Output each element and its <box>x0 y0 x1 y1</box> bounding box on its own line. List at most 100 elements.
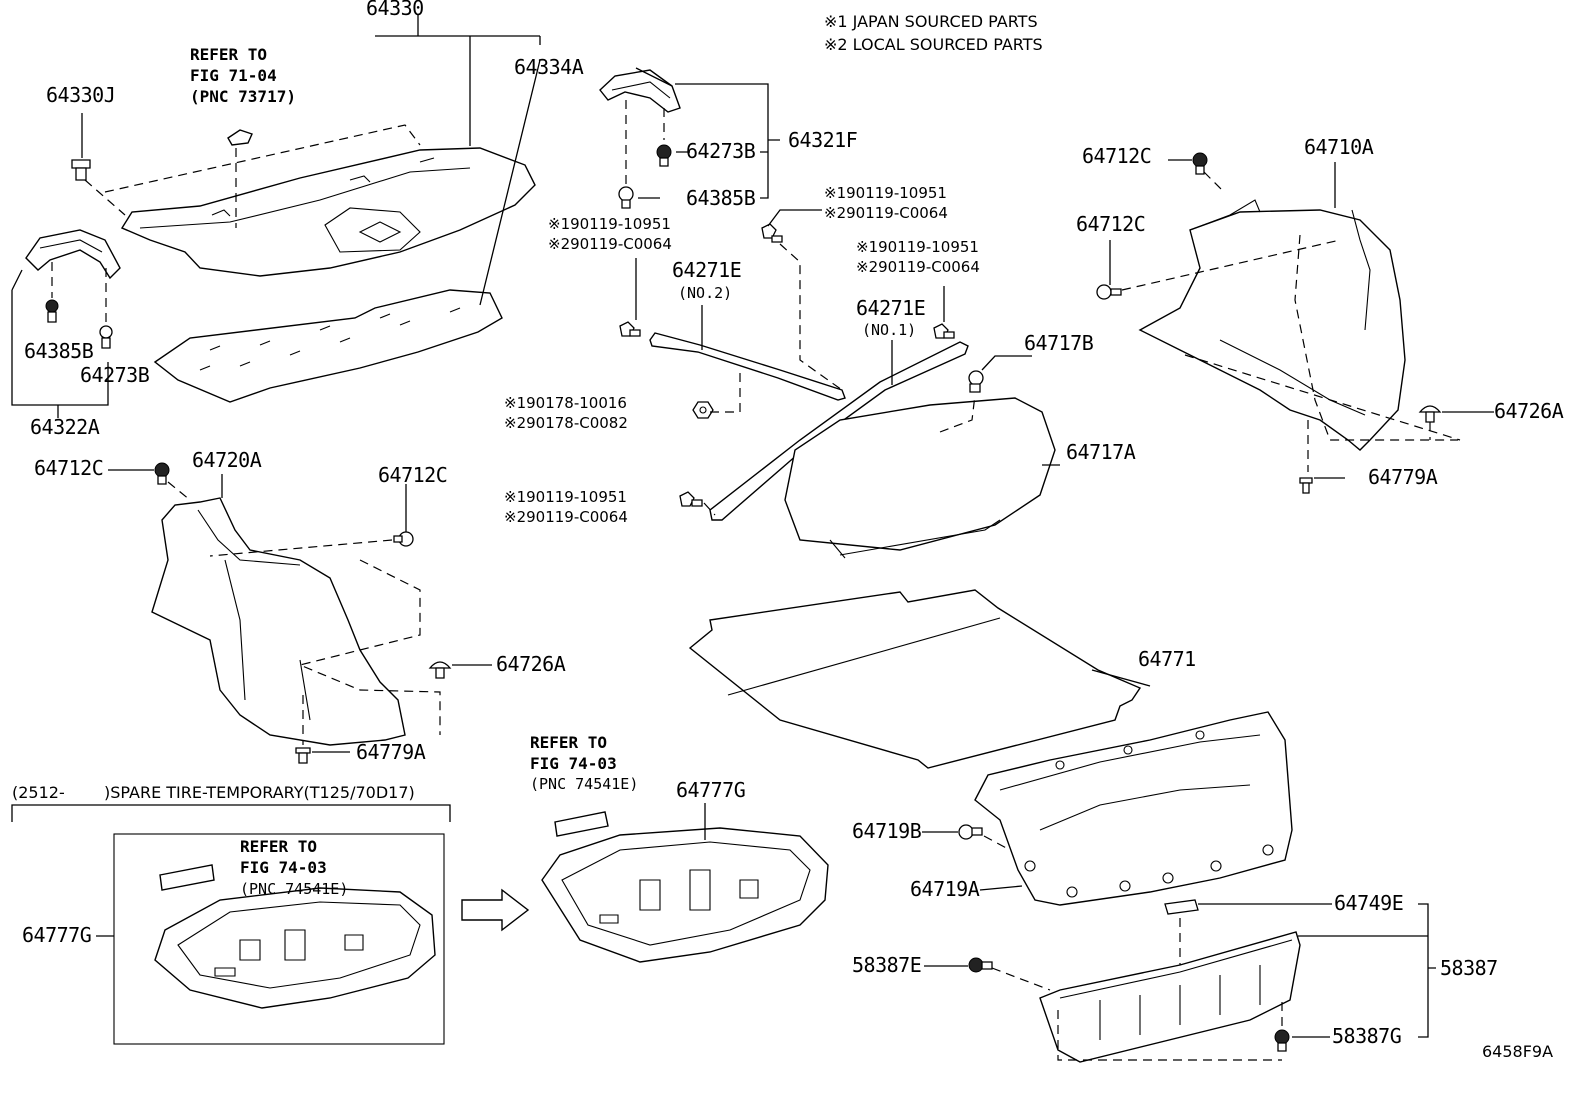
ref-fig7104-line2: FIG 71-04 <box>190 66 277 85</box>
clip-58387E[interactable] <box>968 957 993 973</box>
label-64726A-left: 64726A <box>496 652 566 676</box>
clip-64719B[interactable] <box>958 824 983 840</box>
label-64779A-right: 64779A <box>1368 465 1438 489</box>
code-3a: ※190119-10951 <box>856 238 979 256</box>
clip-64273B-top[interactable] <box>656 144 672 167</box>
clip-64712C-tr[interactable] <box>1096 240 1122 300</box>
clip-64749E[interactable] <box>1164 899 1199 915</box>
code-4b: ※290178-C0082 <box>504 414 628 432</box>
trunk-lid-trim-64719A[interactable] <box>974 711 1293 906</box>
bolt-190119-right[interactable] <box>933 286 955 339</box>
label-64334A: 64334A <box>514 55 584 79</box>
label-64726A-right: 64726A <box>1494 399 1564 423</box>
clip-58387G[interactable] <box>1274 1029 1290 1052</box>
code-5b: ※290119-C0064 <box>504 508 628 526</box>
label-64720A: 64720A <box>192 448 262 472</box>
label-64385B-left: 64385B <box>24 339 94 363</box>
diagram-id: 6458F9A <box>1482 1042 1553 1061</box>
ref-fig7104-line3: (PNC 73717) <box>190 87 296 106</box>
label-64717A: 64717A <box>1066 440 1136 464</box>
clip-64273B-left[interactable] <box>99 268 113 349</box>
quarter-trim-right-64710A[interactable] <box>1138 199 1406 451</box>
label-64712C-middle: 64712C <box>378 463 447 487</box>
sound-insulator-64717A[interactable] <box>784 397 1056 559</box>
label-64330: 64330 <box>366 0 424 20</box>
clip-64385B-left[interactable] <box>45 262 59 323</box>
deck-board-64777G[interactable] <box>541 827 829 963</box>
code-4a: ※190178-10016 <box>504 394 627 412</box>
label-64719B: 64719B <box>852 819 922 843</box>
label-64321F: 64321F <box>788 128 857 152</box>
clip-64726A-right[interactable] <box>1418 405 1494 423</box>
reference-part-73717[interactable] <box>227 129 253 146</box>
code-2a: ※190119-10951 <box>824 184 947 202</box>
reference-sheet[interactable] <box>554 811 609 837</box>
spare-tire-date: (2512- <box>12 783 65 802</box>
code-1b: ※290119-C0064 <box>548 235 672 253</box>
label-64271E-no1: 64271E <box>856 296 925 320</box>
trunk-sill-plate-58387[interactable] <box>1039 931 1301 1063</box>
clip-64712C-tl[interactable] <box>1168 152 1208 175</box>
package-tray-trim[interactable] <box>120 147 536 277</box>
label-64385B-top: 64385B <box>686 186 756 210</box>
deck-board-64777G-boxed[interactable] <box>154 887 436 1009</box>
bolt-190119-left[interactable] <box>619 258 641 337</box>
label-58387G: 58387G <box>1332 1024 1401 1048</box>
clip-64385B-top[interactable] <box>618 186 634 209</box>
label-64712C-left: 64712C <box>34 456 103 480</box>
ref-fig7403b-line2: FIG 74-03 <box>240 858 327 877</box>
label-64779A-left: 64779A <box>356 740 426 764</box>
ref-fig7403b-line1: REFER TO <box>240 837 317 856</box>
nut-190178[interactable] <box>692 401 714 419</box>
label-64712C-tl: 64712C <box>1082 144 1151 168</box>
label-64271E-no2: 64271E <box>672 258 741 282</box>
spare-tire-description: )SPARE TIRE-TEMPORARY(T125/70D17) <box>104 783 415 802</box>
label-58387E: 58387E <box>852 953 921 977</box>
spare-tire-variant-box <box>113 833 445 1045</box>
brace-64271E-no1[interactable] <box>709 341 969 521</box>
label-64777G-boxed: 64777G <box>22 923 91 947</box>
ref-fig7403b-line3: (PNC 74541E) <box>240 880 348 898</box>
package-tray-mat[interactable] <box>153 289 503 403</box>
note-japan-sourced: ※1 JAPAN SOURCED PARTS <box>824 12 1038 31</box>
quarter-trim-left-64720A[interactable] <box>151 497 406 746</box>
bolt-190119-upper[interactable] <box>761 209 822 243</box>
label-64273B-top: 64273B <box>686 139 756 163</box>
package-tray-cover-64334A[interactable] <box>599 69 681 113</box>
clip-64712C-left[interactable] <box>108 462 170 485</box>
clip-64726A-left[interactable] <box>428 661 492 679</box>
label-64771: 64771 <box>1138 647 1196 671</box>
clip-64712C-middle[interactable] <box>393 484 414 547</box>
clip-64779A-left[interactable] <box>295 747 350 764</box>
label-64749E: 64749E <box>1334 891 1403 915</box>
label-64712C-tr: 64712C <box>1076 212 1145 236</box>
ref-fig7104-line1: REFER TO <box>190 45 267 64</box>
trunk-floor-mat-64771[interactable] <box>688 589 1142 769</box>
package-tray-side-cover[interactable] <box>25 229 121 280</box>
bolt-190119-lower[interactable] <box>679 491 703 507</box>
label-58387: 58387 <box>1440 956 1498 980</box>
code-1a: ※190119-10951 <box>548 215 671 233</box>
clip-64717B[interactable] <box>968 355 1032 393</box>
label-64719A: 64719A <box>910 877 980 901</box>
label-64322A: 64322A <box>30 415 100 439</box>
reference-sheet-boxed[interactable] <box>159 864 215 891</box>
label-no1: (NO.1) <box>862 321 916 339</box>
label-64777G: 64777G <box>676 778 745 802</box>
label-64710A: 64710A <box>1304 135 1374 159</box>
label-64330J: 64330J <box>46 83 115 107</box>
note-local-sourced: ※2 LOCAL SOURCED PARTS <box>824 35 1043 54</box>
clip-64330J[interactable] <box>71 113 91 181</box>
ref-fig7403-line3: (PNC 74541E) <box>530 775 638 793</box>
brace-64271E-no2[interactable] <box>649 332 846 401</box>
code-2b: ※290119-C0064 <box>824 204 948 222</box>
ref-fig7403-line2: FIG 74-03 <box>530 754 617 773</box>
clip-64779A-right[interactable] <box>1299 477 1345 494</box>
code-3b: ※290119-C0064 <box>856 258 980 276</box>
direction-arrow <box>461 888 530 932</box>
label-no2: (NO.2) <box>678 284 732 302</box>
code-5a: ※190119-10951 <box>504 488 627 506</box>
label-64273B-left: 64273B <box>80 363 150 387</box>
label-64717B: 64717B <box>1024 331 1094 355</box>
